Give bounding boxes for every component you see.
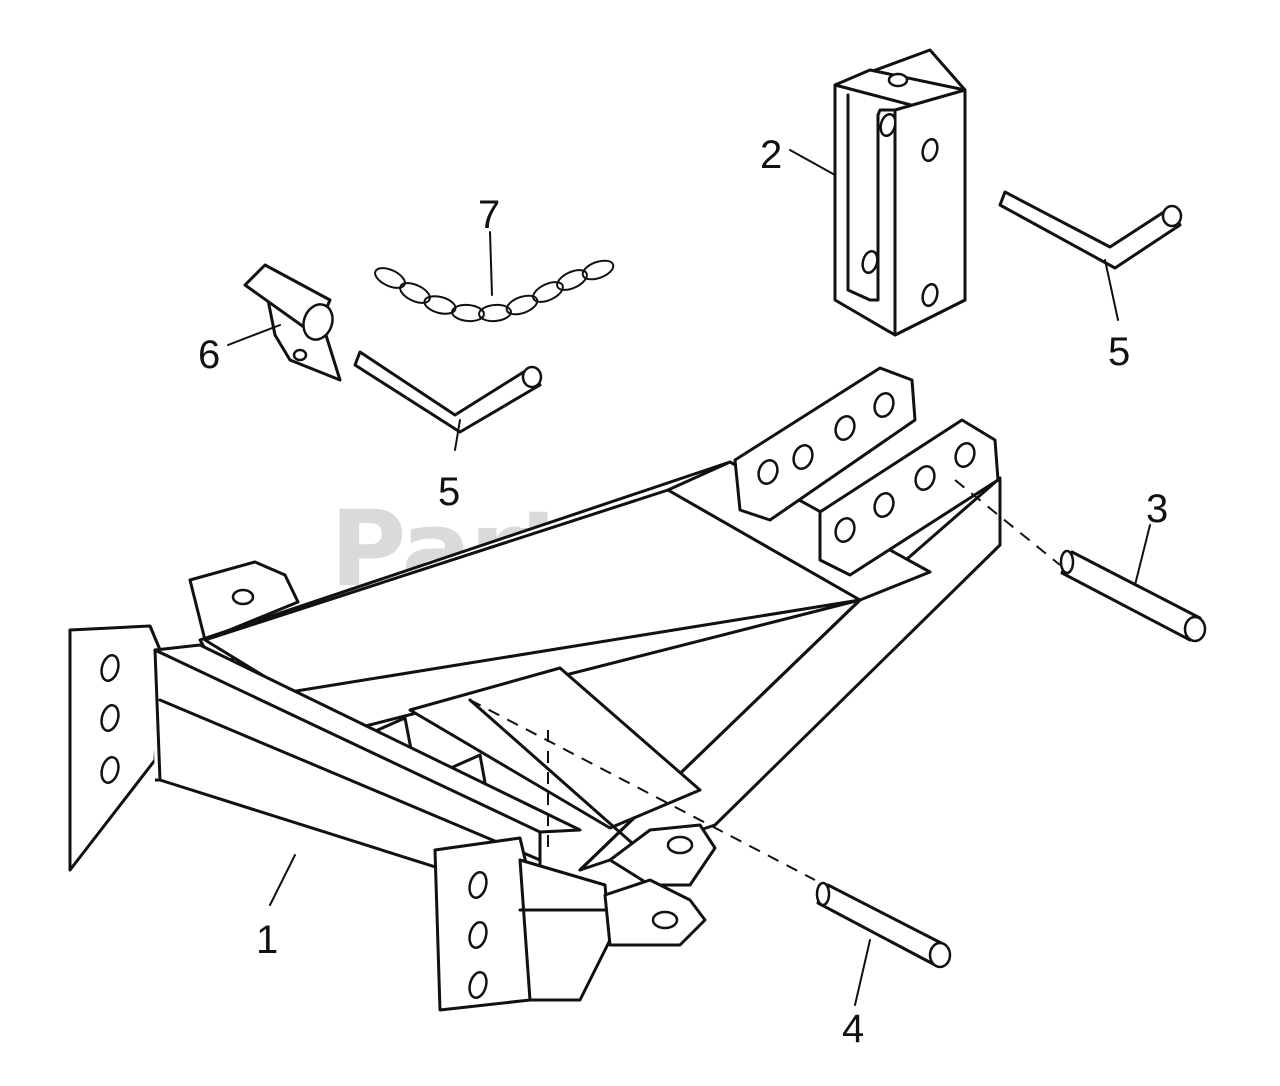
a-frame-hitch-part-1[interactable] bbox=[68, 366, 1002, 1012]
callout-7: 7 bbox=[478, 193, 500, 237]
callout-5-left: 5 bbox=[438, 470, 460, 514]
leader-lines bbox=[227, 149, 1151, 1006]
hitch-pin-part-5-right[interactable] bbox=[998, 190, 1183, 270]
hitch-pin-part-5-left[interactable] bbox=[353, 350, 543, 434]
pin-part-4[interactable] bbox=[815, 881, 952, 969]
callout-2: 2 bbox=[760, 133, 782, 177]
upright-bracket-part-2[interactable] bbox=[833, 48, 967, 337]
callout-1: 1 bbox=[256, 918, 278, 962]
callout-5-right: 5 bbox=[1108, 330, 1130, 374]
pin-part-3[interactable] bbox=[1059, 549, 1207, 643]
clip-bracket-part-6[interactable] bbox=[243, 263, 342, 382]
callout-4: 4 bbox=[842, 1007, 864, 1051]
callout-6: 6 bbox=[198, 333, 220, 377]
safety-chain-part-7[interactable] bbox=[372, 257, 616, 323]
callout-3: 3 bbox=[1146, 487, 1168, 531]
dashed-centerlines bbox=[469, 479, 1061, 881]
